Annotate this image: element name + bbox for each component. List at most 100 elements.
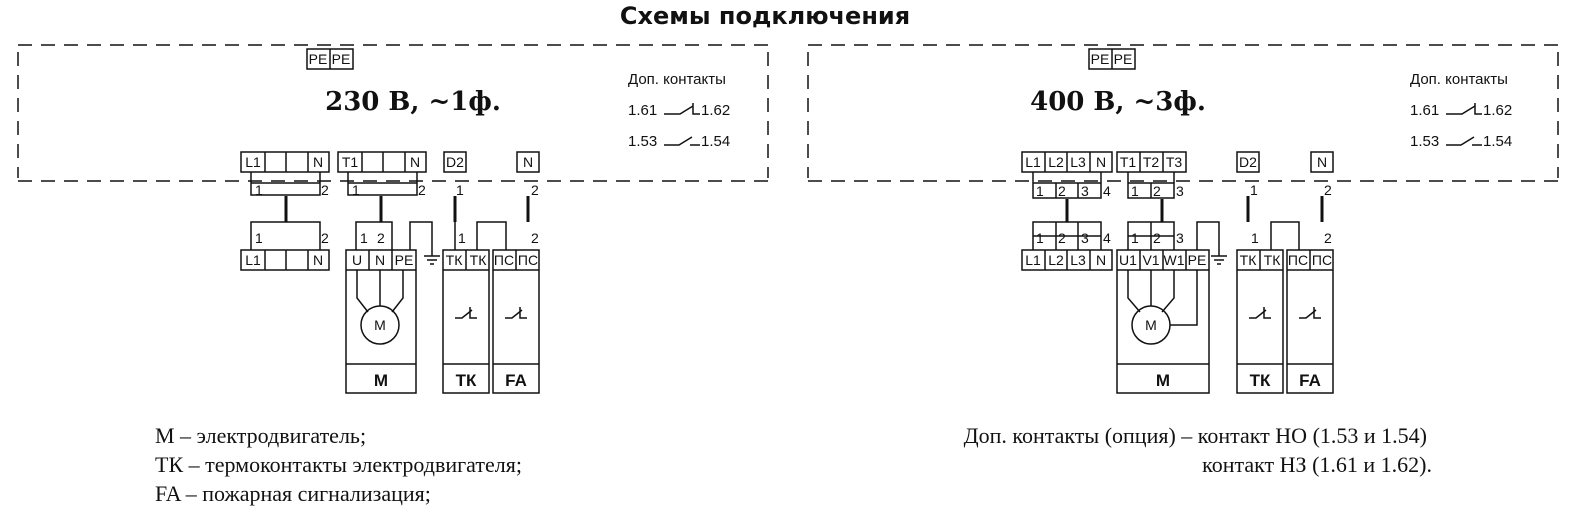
motor-wires xyxy=(356,270,404,313)
terminal-block-bottom: 1 2 3 4 L1 L2 L3 N xyxy=(1021,221,1113,271)
pin-number: 1 xyxy=(1251,230,1259,246)
terminal-label: D2 xyxy=(446,154,464,170)
switch-icon xyxy=(505,307,527,319)
pin-number: 1 xyxy=(1250,182,1258,198)
contact-label: 1.53 xyxy=(628,133,657,150)
unit-label: FA xyxy=(505,371,527,390)
terminal-label: ТК xyxy=(1240,252,1258,268)
pin-number: 3 xyxy=(1081,183,1089,199)
terminal-label: L3 xyxy=(1070,154,1086,170)
pin-number: 2 xyxy=(321,230,329,246)
pe-label: PE xyxy=(1114,51,1133,67)
extra-contacts: Доп. контакты 1.61 1.62 1.53 1.54 xyxy=(1410,71,1512,150)
voltage-label: 230 В, ~1ф. xyxy=(325,87,501,117)
pe-terminals: PE PE xyxy=(1088,48,1136,70)
contact-label: 1.54 xyxy=(1483,133,1512,150)
pin-number: 1 xyxy=(360,230,368,246)
nc-contact-icon xyxy=(664,103,700,115)
motor-icon xyxy=(360,305,400,345)
terminal-label: ТК xyxy=(446,252,464,268)
pin-number: 2 xyxy=(1153,183,1161,199)
terminal-n: N 2 xyxy=(1310,151,1334,198)
terminal-label: ПС xyxy=(494,252,514,268)
contact-label: 1.54 xyxy=(701,133,730,150)
motor-wires xyxy=(1127,270,1198,326)
pin-number: 4 xyxy=(1103,230,1111,246)
no-contact-icon xyxy=(664,136,700,146)
extra-contacts: Доп. контакты 1.61 1.62 1.53 1.54 xyxy=(628,71,730,150)
page-title: Схемы подключения xyxy=(620,2,910,30)
bracket xyxy=(1127,221,1175,250)
contact-label: 1.53 xyxy=(1410,133,1439,150)
terminal-block-bottom: 1 2 L1 N xyxy=(240,221,330,271)
terminal-label: N xyxy=(313,252,323,268)
contact-label: 1.62 xyxy=(701,102,730,119)
pin-number: 2 xyxy=(1153,230,1161,246)
pin-number: 3 xyxy=(1176,183,1184,199)
pin-number: 1 xyxy=(255,182,263,198)
pin-number: 1 xyxy=(255,230,263,246)
fire-alarm-unit: 2 ПС ПС FA xyxy=(1286,230,1334,394)
no-contact-icon xyxy=(1446,136,1482,146)
terminal-label: N xyxy=(1096,154,1106,170)
contact-label: 1.61 xyxy=(628,102,657,119)
bracket xyxy=(1032,172,1102,199)
terminal-block-power: L1 L2 L3 N 1 2 3 4 xyxy=(1021,151,1113,199)
pin-number: 1 xyxy=(1036,230,1044,246)
pe-label: PE xyxy=(332,51,351,67)
pin-number: 1 xyxy=(458,230,466,246)
diagram-1phase: PE PE 230 В, ~1ф. Доп. контакты 1.61 1.6… xyxy=(17,44,769,394)
motor-symbol: M xyxy=(374,317,386,333)
bracket xyxy=(1127,172,1175,199)
terminal-label: L1 xyxy=(245,252,261,268)
extra-contacts-title: Доп. контакты xyxy=(1410,71,1508,88)
legend-line: Доп. контакты (опция) – контакт НО (1.53… xyxy=(964,423,1427,448)
terminal-block-power: L1 N 1 2 xyxy=(240,151,330,198)
terminal-label: N xyxy=(313,154,323,170)
terminal-d2: D2 1 xyxy=(443,151,467,198)
pe-wire xyxy=(409,221,433,256)
diagram-3phase: PE PE 400 В, ~3ф. Доп. контакты 1.61 1.6… xyxy=(807,44,1559,394)
terminal-label: U xyxy=(352,252,362,268)
terminal-label: T1 xyxy=(1120,154,1137,170)
unit-label: ТК xyxy=(456,371,477,390)
terminal-label: T2 xyxy=(1143,154,1160,170)
terminal-label: L1 xyxy=(1025,154,1041,170)
pin-number: 2 xyxy=(1324,230,1332,246)
switch-icon xyxy=(1249,307,1271,319)
contact-label: 1.62 xyxy=(1483,102,1512,119)
terminal-label: D2 xyxy=(1239,154,1257,170)
terminal-label: W1 xyxy=(1164,252,1185,268)
terminal-label: ПС xyxy=(1288,252,1308,268)
terminal-d2: D2 1 xyxy=(1236,151,1260,198)
pin-number: 3 xyxy=(1176,230,1184,246)
pin-number: 1 xyxy=(456,182,464,198)
terminal-label: U1 xyxy=(1119,252,1137,268)
legend-line: M – электродвигатель; xyxy=(155,423,366,448)
bracket xyxy=(250,221,321,250)
terminal-label: L1 xyxy=(1025,252,1041,268)
pe-wire xyxy=(1196,221,1220,256)
terminal-label: ПС xyxy=(518,252,538,268)
pin-number: 2 xyxy=(321,182,329,198)
extra-contacts-title: Доп. контакты xyxy=(628,71,726,88)
pin-number: 2 xyxy=(531,182,539,198)
terminal-label: N xyxy=(523,154,533,170)
bracket xyxy=(355,221,393,250)
terminal-block-thermo: T1 T2 T3 1 2 3 xyxy=(1116,151,1187,199)
motor-unit: 1 2 3 U1 V1 W1 PE M M xyxy=(1116,221,1227,394)
pin-number: 4 xyxy=(1103,183,1111,199)
terminal-label: V1 xyxy=(1142,252,1159,268)
unit-label: M xyxy=(374,371,388,390)
bracket xyxy=(1032,221,1102,250)
pin-number: 2 xyxy=(377,230,385,246)
terminal-label: PE xyxy=(1188,252,1207,268)
thermo-contact-unit: 1 ТК ТК ТК xyxy=(442,221,507,394)
unit-label: FA xyxy=(1299,371,1321,390)
switch-icon xyxy=(455,307,477,319)
pin-number: 1 xyxy=(352,182,360,198)
unit-label: M xyxy=(1156,371,1170,390)
pin-number: 2 xyxy=(1058,230,1066,246)
terminal-block-thermo: T1 N 1 2 xyxy=(337,151,427,198)
